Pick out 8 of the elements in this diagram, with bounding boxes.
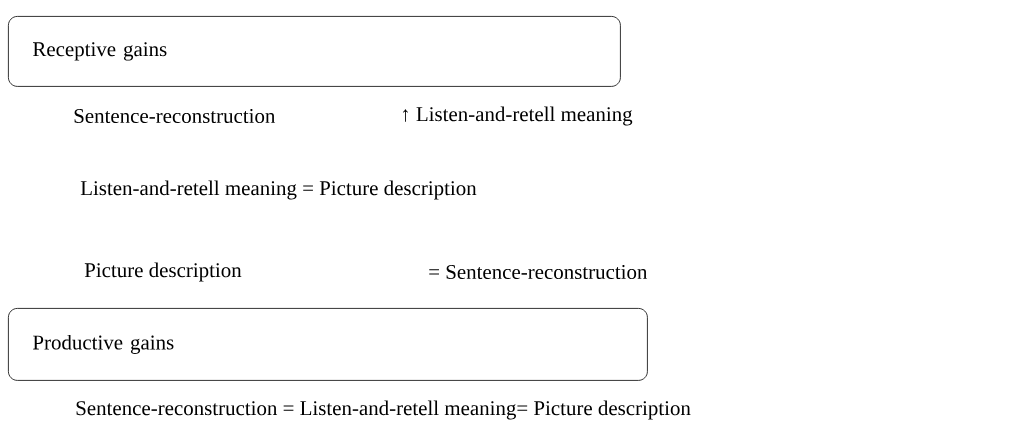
heading-box: Productive gains [8, 308, 648, 381]
comparison-text: Listen-and-retell meaning = Picture description [80, 180, 477, 200]
comparison-text: Sentence-reconstruction [74, 108, 276, 124]
comparison-text: Sentence-reconstruction = Listen-and-retell meaning= Picture description [76, 400, 691, 420]
comparison-text: ↑ Listen-and-retell meaning [403, 106, 633, 126]
heading-box: Receptive gains [8, 16, 621, 87]
comparison-text: Picture description [84, 262, 242, 282]
comparison-text: = Sentence-reconstruction [429, 264, 648, 280]
